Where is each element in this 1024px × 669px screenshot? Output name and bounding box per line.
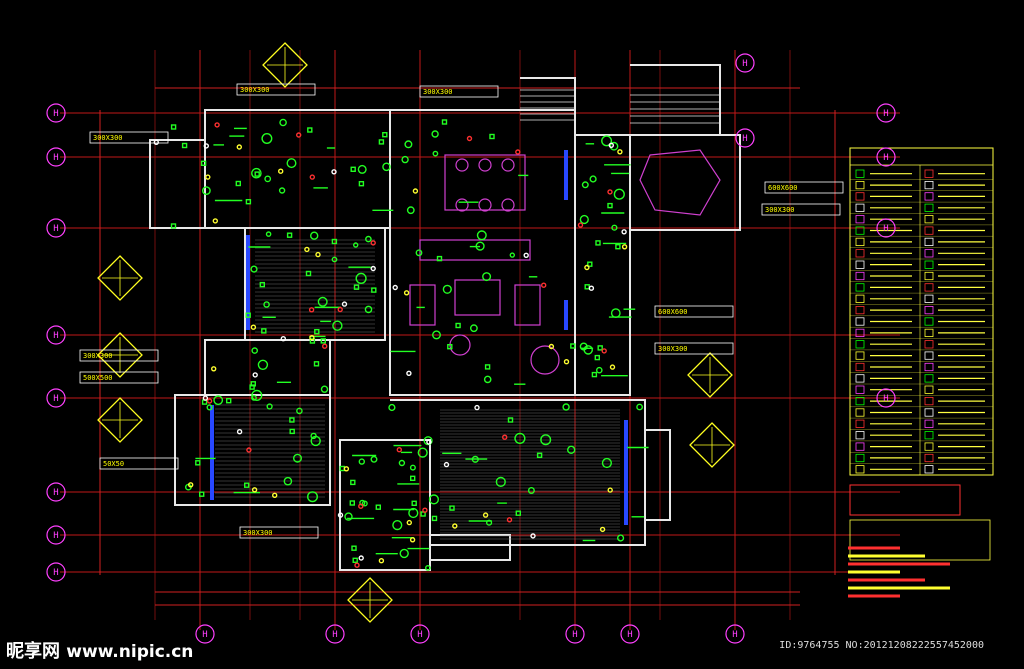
tag-label: 300X300 [243, 529, 273, 537]
material-tag: 300X300 [761, 203, 841, 216]
axis-label: H [627, 630, 632, 640]
axis-label: H [53, 153, 58, 163]
tag-label: 300X300 [765, 206, 795, 214]
stair [520, 89, 720, 124]
diamond-callout [689, 422, 735, 468]
walls [149, 64, 741, 571]
axis-label: H [742, 59, 747, 69]
tag-label: 500X500 [83, 374, 113, 382]
axis-bubble: H [46, 388, 66, 408]
axis-label: H [53, 568, 58, 578]
material-tag: 300X300 [419, 85, 499, 98]
axis-bubble: H [325, 624, 345, 644]
material-tag: 300X300 [236, 83, 316, 96]
watermark-site: www.nipic.cn [66, 642, 194, 662]
section-callouts [97, 42, 735, 623]
tag-label: 600X600 [768, 184, 798, 192]
axis-label: H [417, 630, 422, 640]
axis-label: H [53, 109, 58, 119]
diamond-callout [262, 42, 308, 88]
axis-bubble: H [46, 103, 66, 123]
watermark-logo: 昵享网 www.nipic.cn [6, 637, 193, 663]
axis-label: H [202, 630, 207, 640]
axis-label: H [572, 630, 577, 640]
axis-label: H [53, 531, 58, 541]
tag-label: 600X600 [658, 308, 688, 316]
axis-bubble: H [195, 624, 215, 644]
material-tag: 300X300 [239, 526, 319, 539]
material-tag: 600X600 [764, 181, 844, 194]
axis-bubble: H [735, 53, 755, 73]
tag-label: 300X300 [83, 352, 113, 360]
axis-bubble: H [46, 525, 66, 545]
diamond-callout [97, 255, 143, 301]
axis-bubble: H [46, 218, 66, 238]
material-tag: 300X300 [89, 131, 169, 144]
tag-label: 300X300 [93, 134, 123, 142]
axis-bubble: H [876, 388, 896, 408]
floor-hatch [215, 239, 620, 540]
axis-label: H [883, 153, 888, 163]
axis-bubble: H [46, 147, 66, 167]
lighting-fixtures [153, 118, 649, 571]
material-tag: 300X300 [79, 349, 159, 362]
axis-bubble: H [46, 562, 66, 582]
windows [210, 150, 628, 525]
axis-label: H [732, 630, 737, 640]
axis-bubble: H [620, 624, 640, 644]
axis-bubble: H [735, 128, 755, 148]
axis-label: H [53, 224, 58, 234]
axis-label: H [53, 331, 58, 341]
axis-label: H [53, 394, 58, 404]
material-tags: 300X300 300X300 300X300 600X600 300X300 300X3… [79, 83, 844, 539]
diamond-callout [97, 332, 143, 378]
image-id-text: ID:9764755 NO:20121208222557452000 [779, 640, 984, 651]
axis-label: H [883, 224, 888, 234]
dimension-lines [99, 87, 836, 606]
axis-label: H [332, 630, 337, 640]
axis-label: H [53, 488, 58, 498]
axis-bubble: H [46, 482, 66, 502]
tag-label: 300X300 [423, 88, 453, 96]
axis-bubble: H [725, 624, 745, 644]
material-tag: 300X300 [654, 342, 734, 355]
tag-label: 300X300 [240, 86, 270, 94]
axis-label: H [742, 134, 747, 144]
axis-bubble: H [565, 624, 585, 644]
material-tag: 50X50 [99, 457, 179, 470]
tag-label: 50X50 [103, 460, 124, 468]
material-tag: 600X600 [654, 305, 734, 318]
axis-bubble: H [410, 624, 430, 644]
diamond-callout [687, 352, 733, 398]
axis-bubble: H [46, 325, 66, 345]
axis-bubble: H [876, 147, 896, 167]
axis-label: H [883, 394, 888, 404]
axis-label: H [883, 109, 888, 119]
diamond-callout [97, 397, 143, 443]
material-tag: 500X500 [79, 371, 159, 384]
diamond-callout [347, 577, 393, 623]
watermark-brand: 昵享网 [6, 641, 60, 662]
legend-table [848, 147, 994, 598]
axis-bubble: H [876, 218, 896, 238]
tag-label: 300X300 [658, 345, 688, 353]
axis-bubbles: H H H H H H H H H H H H H H H H H H H H [46, 53, 896, 644]
axis-bubble: H [876, 103, 896, 123]
